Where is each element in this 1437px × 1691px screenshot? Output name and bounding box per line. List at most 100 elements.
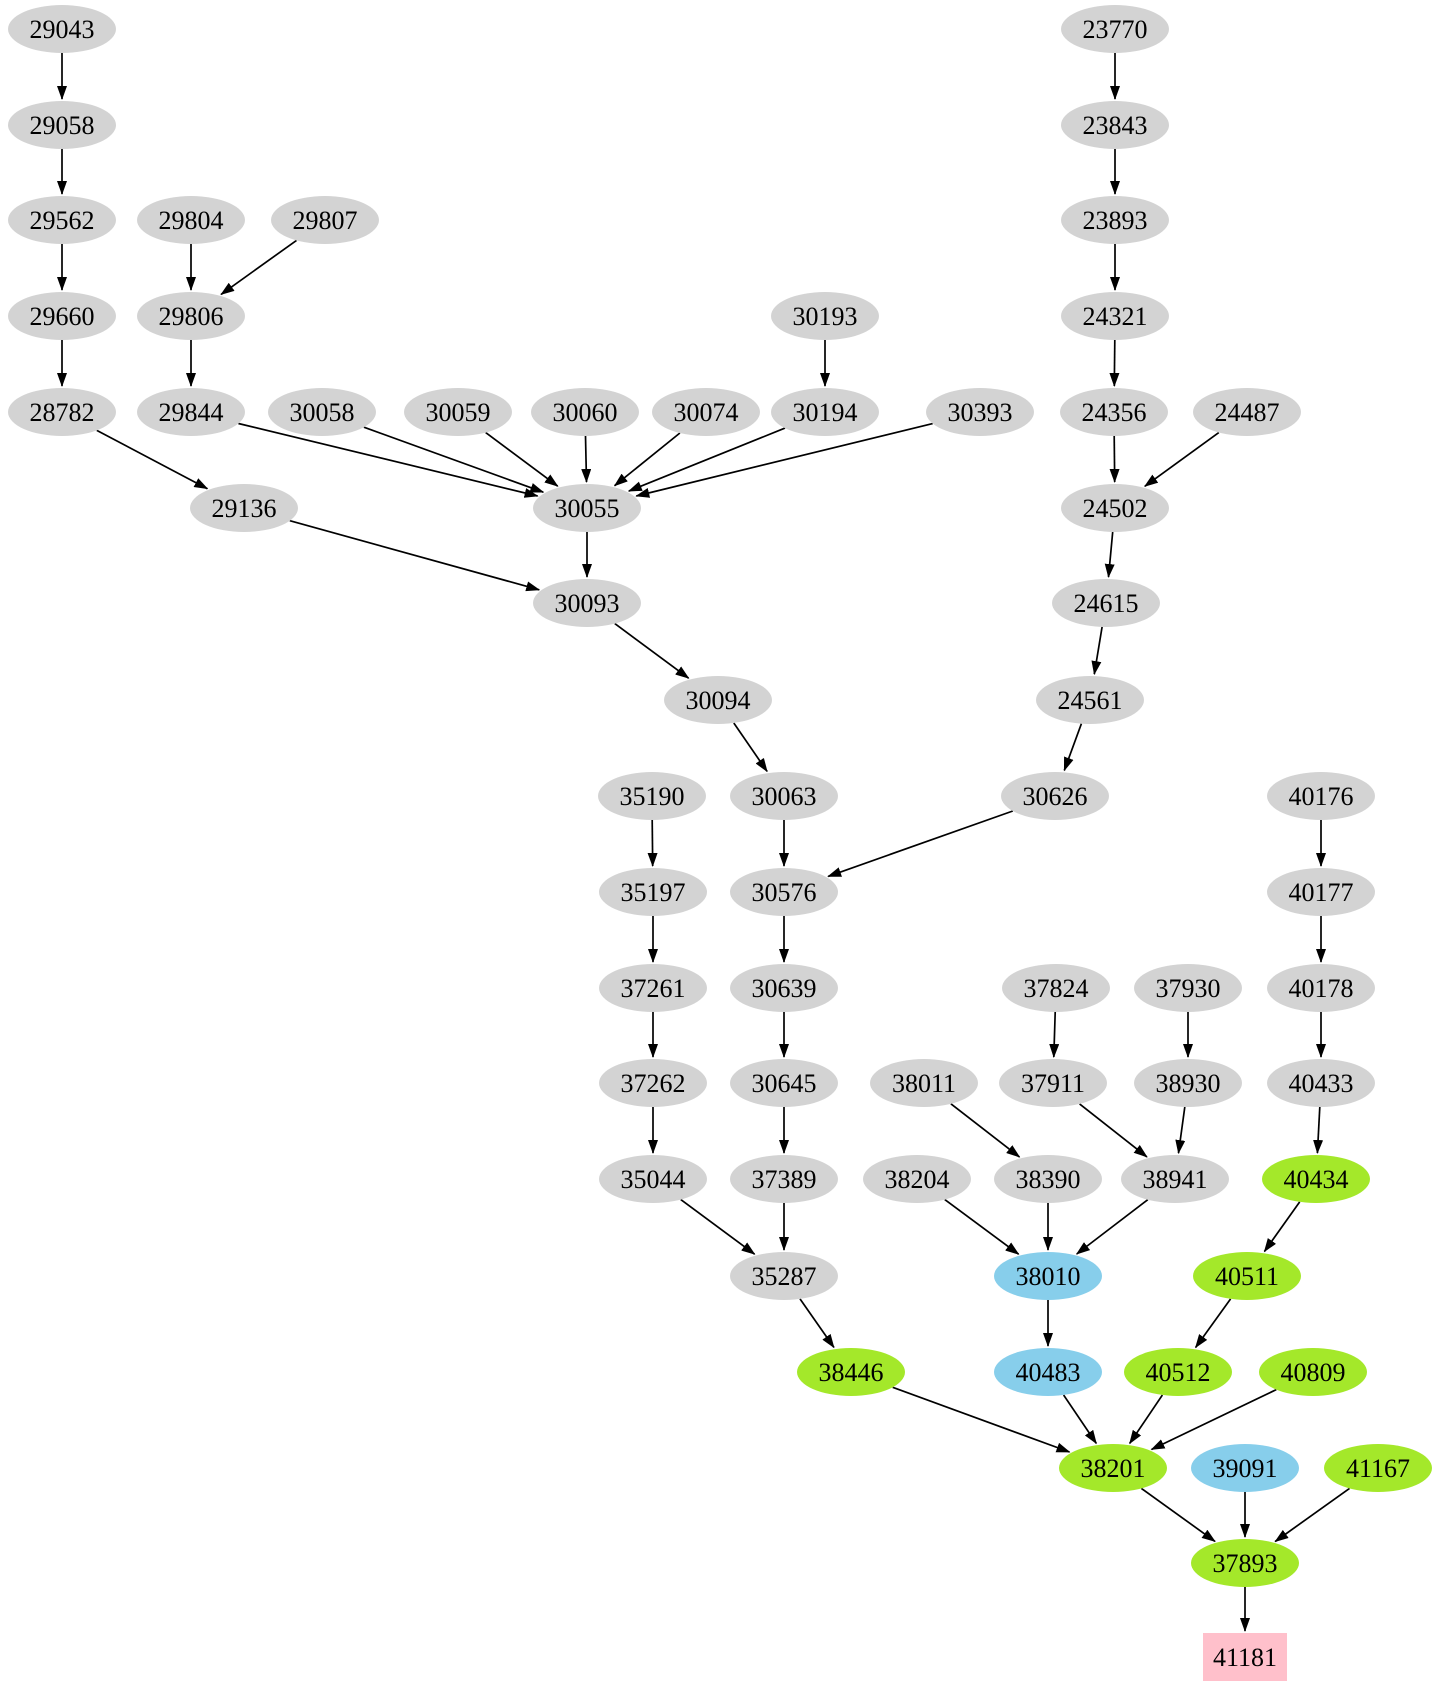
- graph-node-29660: 29660: [8, 292, 116, 340]
- graph-node-30626: 30626: [1001, 772, 1109, 820]
- node-ellipse-shape: [1262, 1155, 1370, 1203]
- node-label: 38390: [1016, 1165, 1081, 1194]
- graph-node-38941: 38941: [1121, 1155, 1229, 1203]
- graph-edge-24321-24356: [1109, 339, 1120, 387]
- graph-node-40809: 40809: [1259, 1348, 1367, 1396]
- node-label: 40178: [1289, 974, 1354, 1003]
- node-ellipse-shape: [271, 196, 379, 244]
- node-label: 40809: [1281, 1358, 1346, 1387]
- node-label: 38930: [1156, 1069, 1221, 1098]
- graph-node-30093: 30093: [533, 579, 641, 627]
- graph-node-37930: 37930: [1134, 964, 1242, 1012]
- node-ellipse-shape: [1324, 1444, 1432, 1492]
- node-ellipse-shape: [1059, 1444, 1167, 1492]
- graph-node-23770: 23770: [1061, 5, 1169, 53]
- graph-edge-24356-24502: [1109, 435, 1120, 483]
- node-label: 29058: [30, 111, 95, 140]
- node-ellipse-shape: [730, 1059, 838, 1107]
- graph-edge-24487-24502: [1143, 431, 1220, 487]
- node-label: 24502: [1083, 494, 1148, 523]
- node-ellipse-shape: [1134, 1059, 1242, 1107]
- graph-edge-38011-38390: [950, 1103, 1021, 1158]
- node-ellipse-shape: [771, 292, 879, 340]
- node-label: 30393: [948, 398, 1013, 427]
- graph-node-35287: 35287: [730, 1252, 838, 1300]
- graph-edge-37824-37911: [1049, 1011, 1060, 1058]
- graph-node-29844: 29844: [137, 388, 245, 436]
- node-label: 37893: [1213, 1549, 1278, 1578]
- node-ellipse-shape: [533, 579, 641, 627]
- node-ellipse-shape: [1121, 1155, 1229, 1203]
- graph-node-23843: 23843: [1061, 101, 1169, 149]
- node-label: 23893: [1083, 206, 1148, 235]
- node-ellipse-shape: [8, 101, 116, 149]
- node-label: 30626: [1023, 782, 1088, 811]
- node-label: 40434: [1284, 1165, 1349, 1194]
- graph-node-29562: 29562: [8, 196, 116, 244]
- graph-node-40511: 40511: [1193, 1252, 1301, 1300]
- graph-node-38204: 38204: [863, 1155, 971, 1203]
- node-label: 30639: [752, 974, 817, 1003]
- node-ellipse-shape: [771, 388, 879, 436]
- graph-node-39091: 39091: [1191, 1444, 1299, 1492]
- node-label: 30645: [752, 1069, 817, 1098]
- graph-edge-30060-30055: [581, 435, 592, 483]
- node-label: 35044: [621, 1165, 686, 1194]
- graph-node-24561: 24561: [1036, 676, 1144, 724]
- graph-node-38010: 38010: [994, 1252, 1102, 1300]
- node-label: 40483: [1016, 1358, 1081, 1387]
- node-label: 39091: [1213, 1454, 1278, 1483]
- node-ellipse-shape: [1052, 579, 1160, 627]
- node-ellipse-shape: [599, 964, 707, 1012]
- graph-edge-30626-30576: [827, 810, 1014, 878]
- node-label: 35190: [620, 782, 685, 811]
- node-ellipse-shape: [730, 1252, 838, 1300]
- graph-edge-29807-29806: [220, 239, 297, 296]
- graph-node-30059: 30059: [404, 388, 512, 436]
- graph-node-40512: 40512: [1124, 1348, 1232, 1396]
- graph-edge-29136-30093: [289, 519, 541, 592]
- node-label: 37261: [621, 974, 686, 1003]
- node-label: 30060: [553, 398, 618, 427]
- graph-node-30393: 30393: [926, 388, 1034, 436]
- node-label: 41167: [1346, 1454, 1410, 1483]
- graph-node-30645: 30645: [730, 1059, 838, 1107]
- node-ellipse-shape: [870, 1059, 978, 1107]
- graph-node-30055: 30055: [533, 484, 641, 532]
- graph-node-29058: 29058: [8, 101, 116, 149]
- node-label: 30576: [752, 878, 817, 907]
- graph-node-38390: 38390: [994, 1155, 1102, 1203]
- node-ellipse-shape: [1001, 772, 1109, 820]
- node-label: 37911: [1021, 1069, 1085, 1098]
- node-ellipse-shape: [664, 676, 772, 724]
- node-ellipse-shape: [1060, 388, 1168, 436]
- node-label: 40512: [1146, 1358, 1211, 1387]
- node-label: 37262: [621, 1069, 686, 1098]
- node-ellipse-shape: [137, 388, 245, 436]
- node-ellipse-shape: [652, 388, 760, 436]
- graph-node-29136: 29136: [190, 484, 298, 532]
- node-ellipse-shape: [926, 388, 1034, 436]
- node-label: 30059: [426, 398, 491, 427]
- graph-node-24356: 24356: [1060, 388, 1168, 436]
- node-ellipse-shape: [797, 1348, 905, 1396]
- node-label: 37930: [1156, 974, 1221, 1003]
- node-label: 30093: [555, 589, 620, 618]
- node-ellipse-shape: [1259, 1348, 1367, 1396]
- node-ellipse-shape: [730, 964, 838, 1012]
- node-ellipse-shape: [137, 196, 245, 244]
- graph-node-40177: 40177: [1267, 868, 1375, 916]
- node-ellipse-shape: [1061, 484, 1169, 532]
- graph-node-40433: 40433: [1267, 1059, 1375, 1107]
- node-label: 29136: [212, 494, 277, 523]
- node-ellipse-shape: [599, 1059, 707, 1107]
- graph-node-37824: 37824: [1002, 964, 1110, 1012]
- node-ellipse-shape: [1134, 964, 1242, 1012]
- node-ellipse-shape: [730, 1155, 838, 1203]
- node-label: 40177: [1289, 878, 1354, 907]
- node-label: 37389: [752, 1165, 817, 1194]
- node-ellipse-shape: [999, 1059, 1107, 1107]
- graph-node-41167: 41167: [1324, 1444, 1432, 1492]
- node-ellipse-shape: [1036, 676, 1144, 724]
